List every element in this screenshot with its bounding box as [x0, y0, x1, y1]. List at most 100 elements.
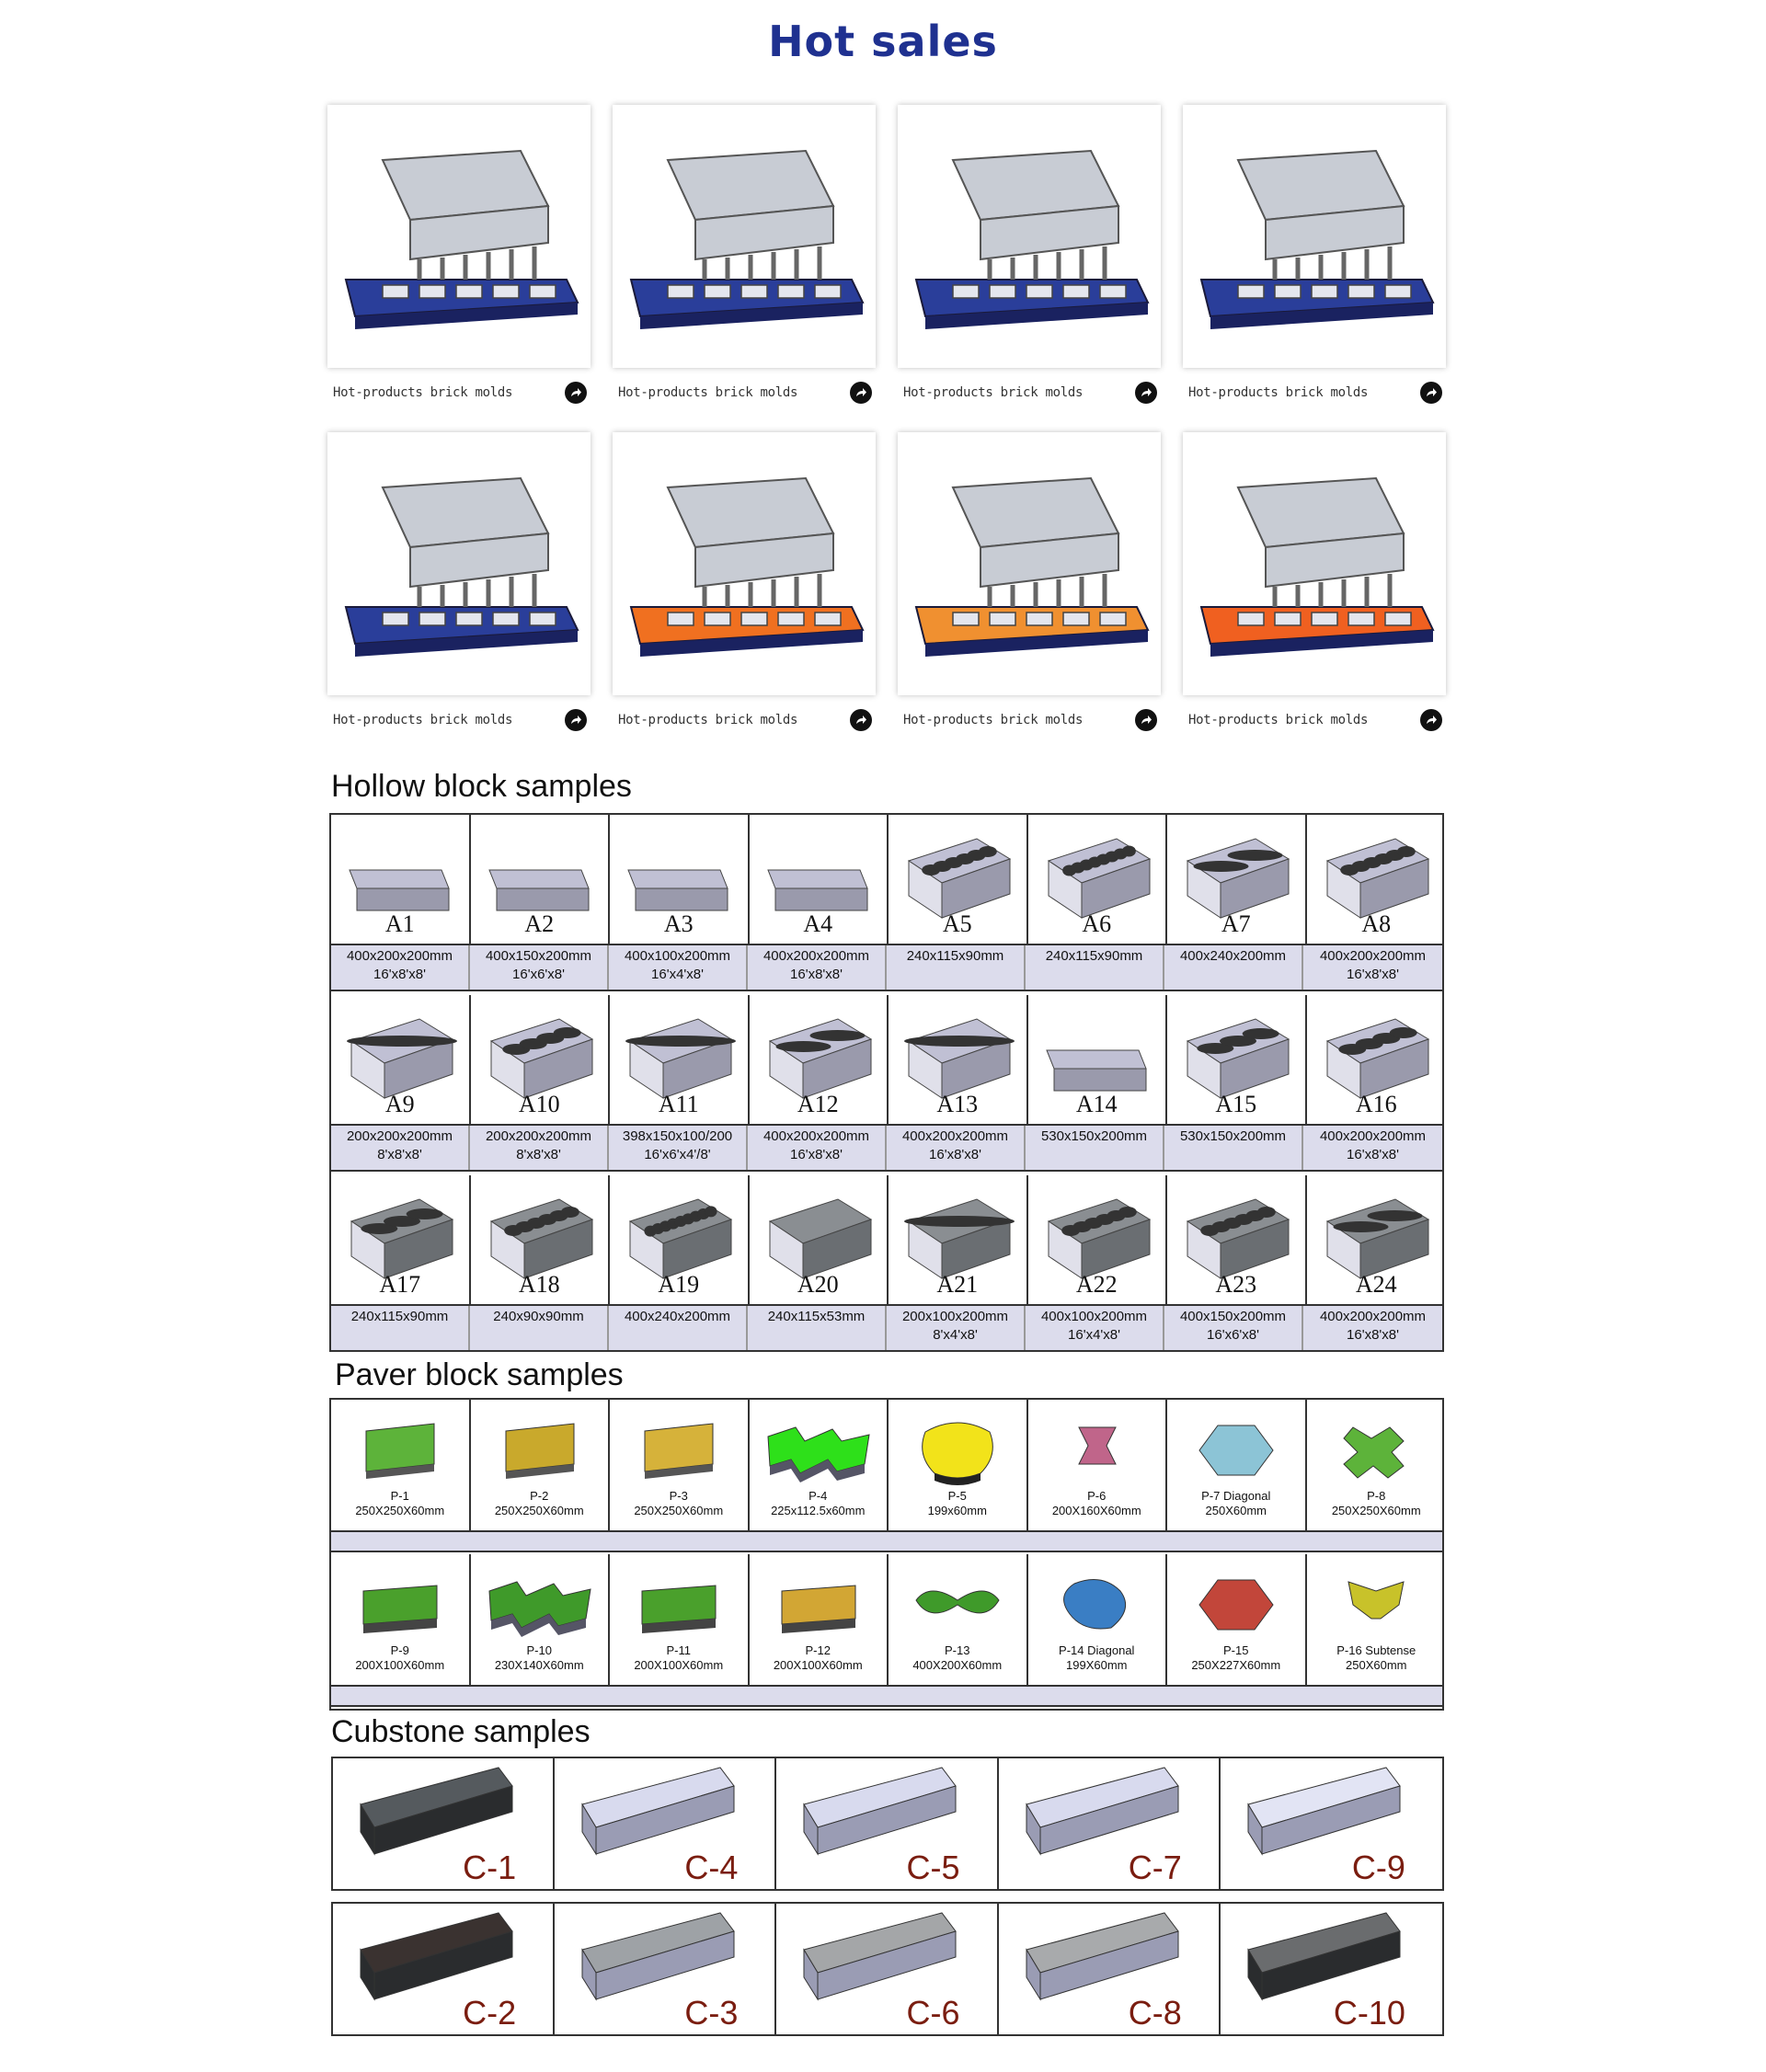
- dimension-imperial: 16'x6'x8': [1207, 1327, 1259, 1343]
- paver-band: [331, 1530, 1442, 1552]
- hollow-block-label: A5: [942, 910, 972, 937]
- hollow-block-cell: A3: [610, 815, 750, 944]
- arrow-circle-icon[interactable]: [565, 709, 587, 731]
- hollow-block-label: A8: [1361, 910, 1392, 937]
- hollow-block-cell: A9: [331, 995, 471, 1124]
- paver-block-icon: [487, 1581, 591, 1637]
- hollow-block-cell: A21: [889, 1175, 1028, 1304]
- hollow-block-cell: A1: [331, 815, 471, 944]
- product-card-4[interactable]: [1183, 105, 1446, 368]
- dimension-metric: 240x115x53mm: [767, 1309, 866, 1324]
- dimension-metric: 530x150x200mm: [1040, 1128, 1148, 1144]
- paver-block-icon: [1062, 1579, 1126, 1630]
- product-card-2[interactable]: [613, 105, 876, 368]
- hollow-block-cell: A19: [610, 1175, 750, 1304]
- cubstone-icon: [803, 1912, 958, 2001]
- arrow-circle-icon[interactable]: [1420, 382, 1442, 404]
- product-card-1[interactable]: [327, 105, 591, 368]
- hollow-block-label: A19: [658, 1271, 700, 1298]
- dimension-imperial: 16'x6'x4'/8': [644, 1147, 711, 1162]
- cubstone-cell: C-2: [333, 1904, 556, 2034]
- product-caption-row: Hot-products brick molds: [1183, 381, 1446, 405]
- product-card-7[interactable]: [898, 432, 1161, 695]
- paver-block-dimensions: 200X100X60mm: [634, 1658, 724, 1672]
- hollow-block-label: A7: [1221, 910, 1251, 937]
- cubstone-icon: [360, 1912, 513, 2001]
- paver-block-dimensions: 225x112.5x60mm: [771, 1504, 866, 1517]
- arrow-circle-icon[interactable]: [1420, 709, 1442, 731]
- hollow-block-label: A20: [797, 1271, 839, 1298]
- dimension-metric: 400x200x200mm: [1319, 948, 1427, 964]
- dimension-metric: 400x200x200mm: [1319, 1128, 1427, 1144]
- cubstone-icon: [803, 1767, 958, 1856]
- hollow-block-dimensions: 400x200x200mm 16'x8'x8': [1303, 945, 1442, 990]
- paver-block-dimensions: 250X250X60mm: [355, 1504, 445, 1517]
- dimension-metric: 400x200x200mm: [763, 1128, 870, 1144]
- dimension-imperial: 8'x8'x8': [516, 1147, 561, 1162]
- hollow-block-icon: [350, 1198, 454, 1279]
- hollow-block-label: A13: [936, 1091, 979, 1117]
- arrow-circle-icon[interactable]: [850, 709, 872, 731]
- product-card-3[interactable]: [898, 105, 1161, 368]
- hollow-block-label: A24: [1355, 1271, 1397, 1298]
- hollow-block-cell: A17: [331, 1175, 471, 1304]
- paver-block-dimensions: 250X250X60mm: [1331, 1504, 1421, 1517]
- hollow-block-icon: [627, 869, 728, 911]
- hollow-block-icon: [1047, 838, 1151, 919]
- mold-image: [344, 149, 579, 329]
- paver-block-code: P-8: [1367, 1489, 1386, 1503]
- dimension-imperial: 16'x4'x8': [1068, 1327, 1120, 1343]
- cubstone-cell: C-10: [1220, 1904, 1442, 2034]
- arrow-circle-icon[interactable]: [565, 382, 587, 404]
- dimension-metric: 200x200x200mm: [485, 1128, 592, 1144]
- dimension-imperial: 8'x8'x8': [377, 1147, 422, 1162]
- hollow-block-cell: A2: [471, 815, 610, 944]
- dimension-imperial: 16'x8'x8': [1347, 967, 1399, 982]
- paver-block-dimensions: 250X60mm: [1346, 1658, 1407, 1672]
- hollow-block-icon: [1047, 1198, 1151, 1279]
- product-card-8[interactable]: [1183, 432, 1446, 695]
- cubstone-label: C-6: [906, 1994, 960, 2032]
- product-caption: Hot-products brick molds: [333, 713, 513, 727]
- hollow-block-cell: A18: [471, 1175, 610, 1304]
- arrow-circle-icon[interactable]: [1135, 382, 1157, 404]
- hollow-block-icon: [1186, 1198, 1290, 1279]
- hollow-block-label: A22: [1075, 1271, 1118, 1298]
- dimension-metric: 240x115x90mm: [350, 1309, 449, 1324]
- cubstone-label: C-9: [1351, 1849, 1405, 1886]
- dimension-metric: 400x200x200mm: [346, 948, 453, 964]
- product-card-5[interactable]: [327, 432, 591, 695]
- arrow-circle-icon[interactable]: [850, 382, 872, 404]
- hollow-block-icon: [1325, 1198, 1429, 1279]
- arrow-circle-icon[interactable]: [1135, 709, 1157, 731]
- paver-block-icon: [1077, 1426, 1117, 1465]
- paver-block-dimensions: 199X60mm: [1066, 1658, 1128, 1672]
- product-caption: Hot-products brick molds: [1188, 713, 1369, 727]
- hollow-block-label: A23: [1215, 1271, 1257, 1298]
- dimension-metric: 530x150x200mm: [1179, 1128, 1287, 1144]
- paver-block-dimensions: 200X100X60mm: [355, 1658, 445, 1672]
- paver-block-icon: [641, 1585, 717, 1633]
- product-card-6[interactable]: [613, 432, 876, 695]
- paver-block-icon: [1347, 1581, 1405, 1620]
- hollow-block-icon: [489, 1198, 593, 1279]
